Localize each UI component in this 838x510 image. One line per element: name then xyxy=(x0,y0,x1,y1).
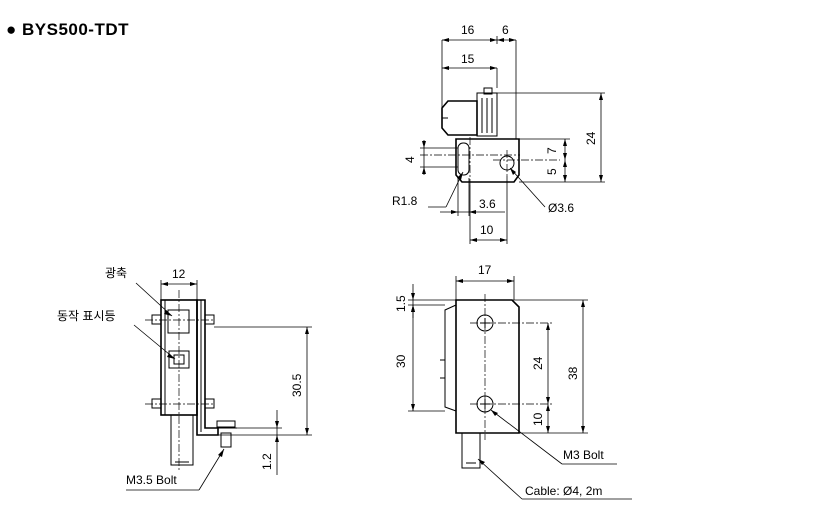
dim-24-top: 24 xyxy=(584,131,598,145)
lens-window xyxy=(167,309,190,334)
side-cable xyxy=(170,414,194,466)
dim-15: 15 xyxy=(461,52,475,66)
dim-6: 6 xyxy=(502,23,509,37)
front-cable xyxy=(461,432,481,469)
label-hole-3-6: Ø3.6 xyxy=(548,201,574,215)
top-head-lens xyxy=(476,92,498,137)
label-r1-8: R1.8 xyxy=(392,194,418,208)
dim-1-2: 1.2 xyxy=(260,453,274,470)
dim-7: 7 xyxy=(545,147,559,154)
dim-30: 30 xyxy=(394,354,408,368)
top-bracket xyxy=(455,138,520,183)
dim-3-6: 3.6 xyxy=(479,197,496,211)
dim-5: 5 xyxy=(545,168,559,175)
dim-38: 38 xyxy=(566,366,580,380)
top-view: 16 6 15 24 7 5 4 R1.8 Ø3.6 xyxy=(392,23,605,244)
label-m3-bolt: M3 Bolt xyxy=(563,448,604,462)
label-cable: Cable: Ø4, 2m xyxy=(525,484,602,498)
product-title: ● BYS500-TDT xyxy=(6,20,130,39)
label-lens: 광축 xyxy=(105,266,127,280)
front-view: 17 1.5 30 24 10 38 M3 Bolt Cable xyxy=(394,263,632,500)
dim-16: 16 xyxy=(461,23,475,37)
dim-4: 4 xyxy=(403,156,417,163)
front-body xyxy=(455,299,520,434)
dim-17: 17 xyxy=(478,263,492,277)
front-head xyxy=(444,304,457,412)
dim-24-front: 24 xyxy=(531,356,545,370)
label-m3-5-bolt: M3.5 Bolt xyxy=(126,473,177,487)
dim-10-front: 10 xyxy=(531,412,545,426)
slot-hole xyxy=(457,142,470,176)
side-view: 12 광축 동작 표시등 30.5 1.2 M3.5 Bolt xyxy=(57,266,312,491)
dim-10-top: 10 xyxy=(480,223,494,237)
dim-30-5: 30.5 xyxy=(290,373,304,397)
dim-1-5: 1.5 xyxy=(394,295,408,312)
dim-12: 12 xyxy=(172,267,186,281)
label-indicator: 동작 표시등 xyxy=(57,309,116,323)
